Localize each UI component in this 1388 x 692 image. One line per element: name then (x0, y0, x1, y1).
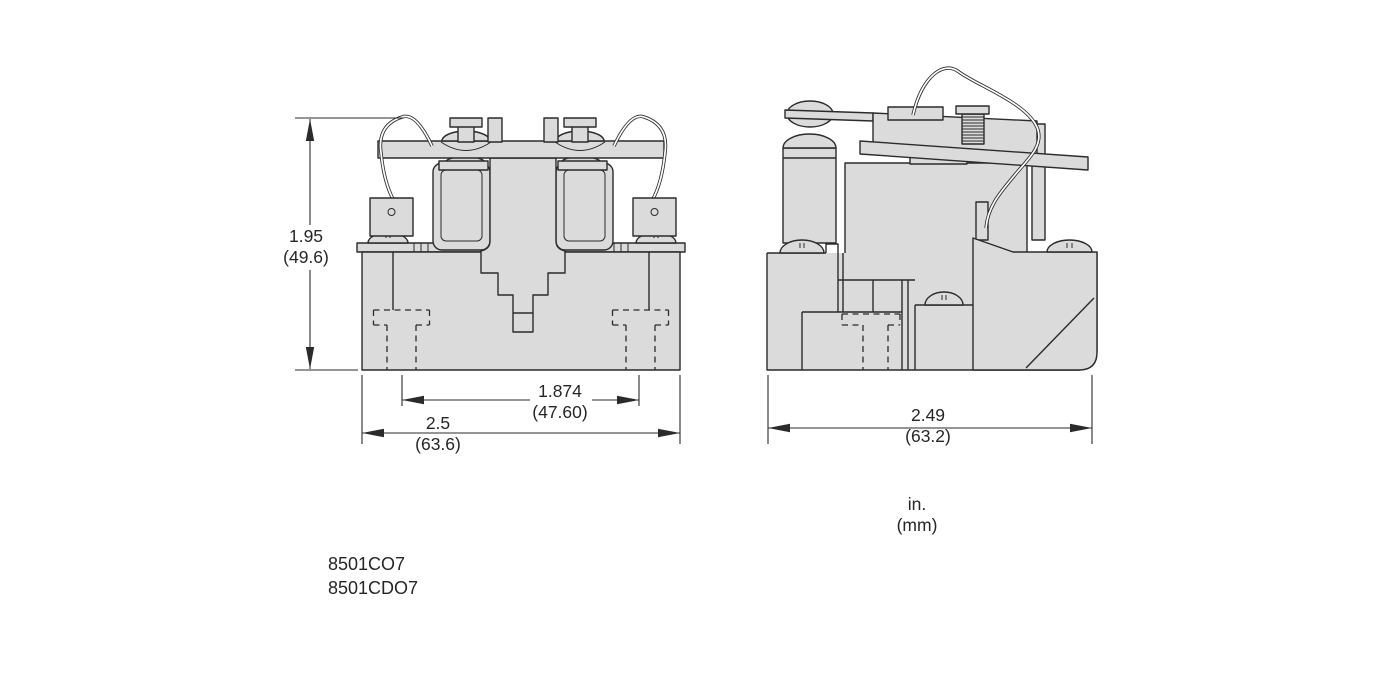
front-top-bar (377, 130, 665, 159)
front-terminal-plate-right (632, 197, 677, 237)
dim-front-width-mm: (63.6) (415, 434, 461, 454)
units-primary-label: in. (908, 494, 926, 514)
product-codes: 8501CO7 8501CDO7 (328, 554, 418, 598)
front-coil-left (432, 155, 491, 251)
units-note: in. (mm) (897, 494, 938, 535)
relay-front-view (356, 114, 686, 371)
side-lever-assembly (784, 100, 1089, 171)
dim-front-terminal-span-in: 1.874 (538, 381, 582, 401)
side-terminal-cylinder (782, 133, 837, 244)
dim-front-height: 1.95 (49.6) (283, 117, 404, 371)
units-secondary-label: (mm) (897, 515, 938, 535)
dim-front-width: 2.5 (63.6) (361, 375, 681, 454)
front-terminal-screw-right (563, 117, 597, 143)
side-mounting-slot (841, 313, 901, 370)
front-terminal-screw-left (449, 117, 483, 143)
front-wire-right (612, 114, 668, 200)
dim-front-width-in: 2.5 (426, 413, 450, 433)
dim-front-terminal-span: 1.874 (47.60) (401, 375, 640, 422)
dim-side-depth: 2.49 (63.2) (767, 375, 1093, 446)
side-base-screw-middle (924, 291, 964, 306)
product-code-1: 8501CO7 (328, 554, 405, 574)
side-right-block (972, 237, 1098, 371)
dim-front-height-in: 1.95 (289, 226, 323, 246)
dim-front-height-mm: (49.6) (283, 247, 329, 267)
front-terminal-plate-left (369, 197, 414, 237)
front-contact-posts (487, 117, 559, 143)
dim-side-depth-mm: (63.2) (905, 426, 951, 446)
side-wire (911, 66, 1041, 229)
dim-front-terminal-span-mm: (47.60) (532, 402, 587, 422)
front-armature (480, 157, 566, 333)
side-base-screw-left (779, 239, 825, 254)
front-wire-left (378, 114, 434, 200)
side-spring (955, 105, 990, 145)
relay-side-view (766, 66, 1098, 371)
dim-side-depth-in: 2.49 (911, 405, 945, 425)
side-lower-bar (859, 140, 1089, 171)
product-code-2: 8501CDO7 (328, 578, 418, 598)
front-coil-right (555, 155, 614, 251)
